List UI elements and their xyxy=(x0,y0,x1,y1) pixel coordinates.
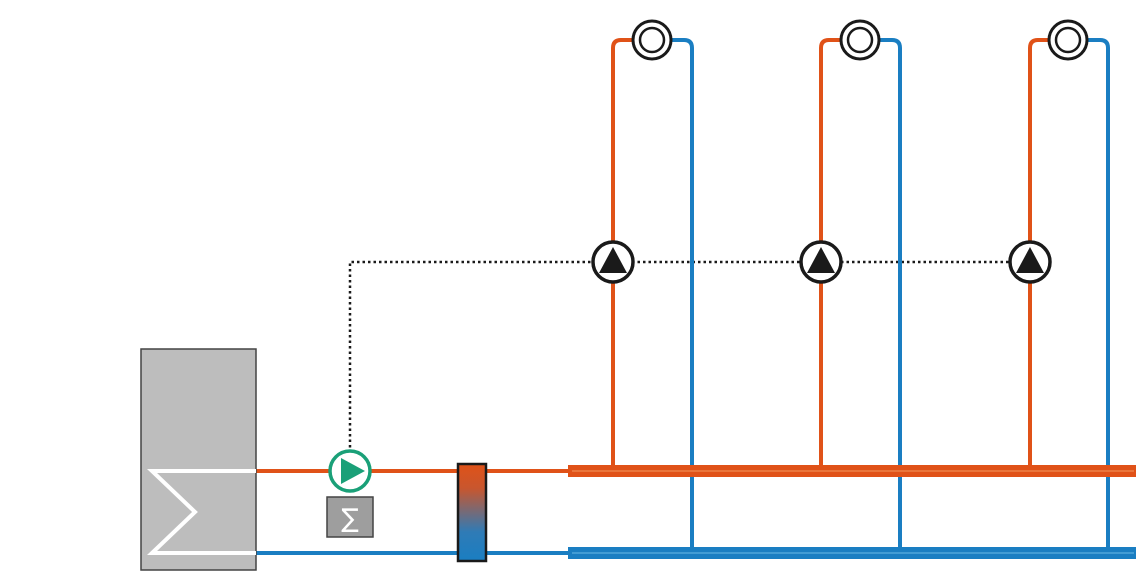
heating-circuit-3 xyxy=(1028,38,1110,553)
circuit-2-supply-pipe xyxy=(819,38,842,471)
primary-pump xyxy=(328,449,372,493)
emitter-inner-ring xyxy=(1054,26,1082,54)
controller-box: ∑ xyxy=(326,496,374,538)
circulation-pump-icon xyxy=(599,247,627,273)
sigma-controller-icon xyxy=(326,496,374,538)
circulation-pump-icon xyxy=(341,458,365,484)
circuit-3-supply-pipe xyxy=(1028,38,1050,471)
circuit-3-pump xyxy=(1008,240,1052,284)
circuit-2-pump xyxy=(799,240,843,284)
circuit-3-return-pipe xyxy=(1087,38,1110,553)
radiator-emitter-icon xyxy=(1047,19,1089,61)
circuit-1-pump xyxy=(591,240,635,284)
radiator-emitter-icon xyxy=(839,19,881,61)
heat-source xyxy=(140,348,257,571)
emitter-inner-ring xyxy=(638,26,666,54)
circuit-1-return-pipe xyxy=(670,38,694,553)
emitter-inner-ring xyxy=(846,26,874,54)
circulation-pump-icon xyxy=(807,247,835,273)
circuit-2-return-pipe xyxy=(878,38,902,553)
circuit-1-consumer xyxy=(631,19,673,61)
boiler-body xyxy=(140,348,257,571)
low-loss-header-icon xyxy=(456,462,488,563)
hydraulic-separator xyxy=(456,462,488,563)
circuit-2-consumer xyxy=(839,19,881,61)
circulation-pump-icon xyxy=(1016,247,1044,273)
circuit-3-consumer xyxy=(1047,19,1089,61)
heating-circuit-1 xyxy=(611,38,694,553)
circuit-1-supply-pipe xyxy=(611,38,634,471)
controller-symbol: ∑ xyxy=(341,504,359,534)
heat-exchanger-coil-icon xyxy=(147,469,256,555)
radiator-emitter-icon xyxy=(631,19,673,61)
heating-circuit-2 xyxy=(819,38,902,553)
